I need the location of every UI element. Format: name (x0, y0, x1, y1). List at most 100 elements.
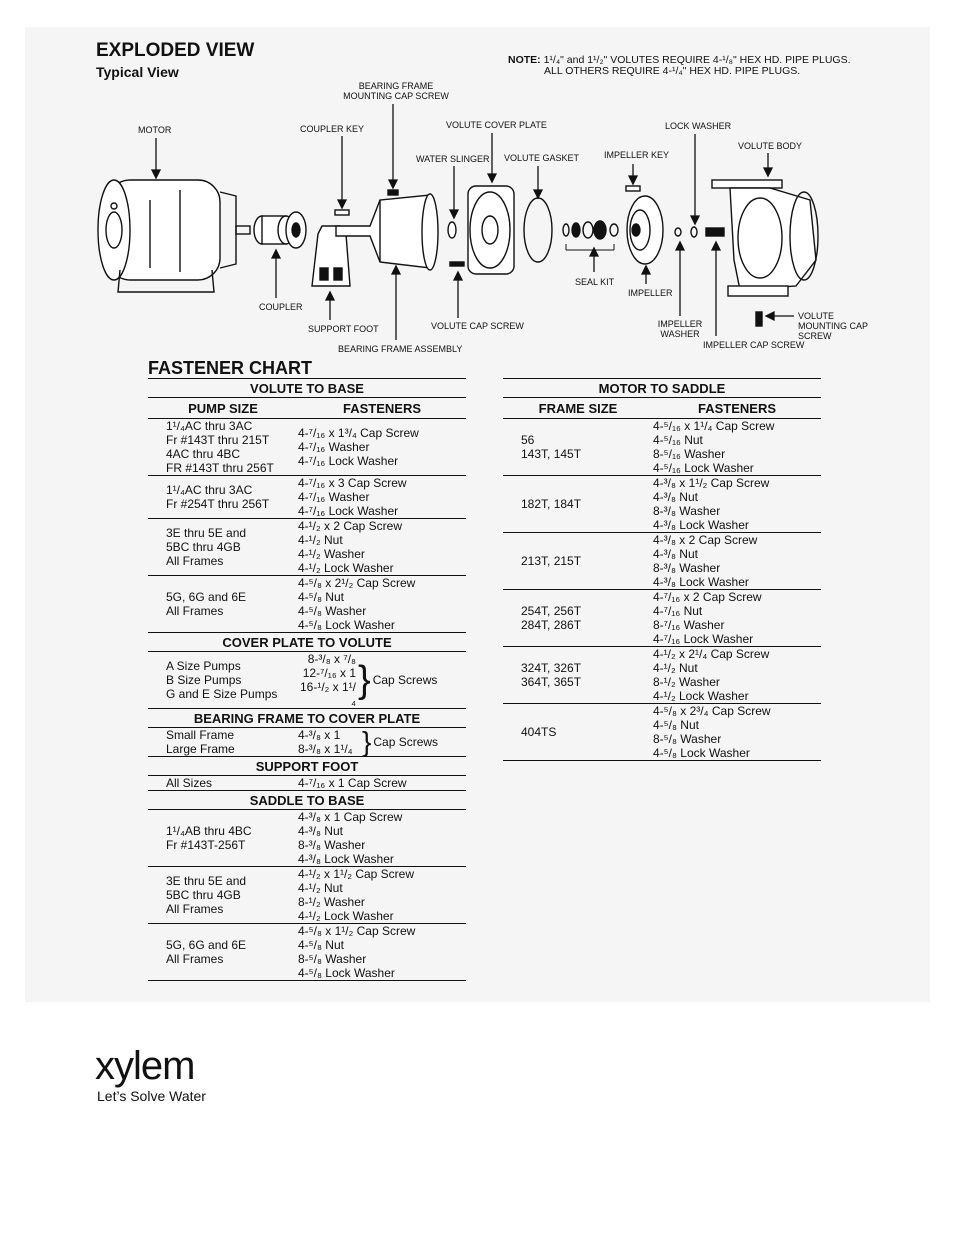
volute-mounting-cap-screw-illustration (755, 311, 763, 327)
fastener-line: 4-⁵/₈ Lock Washer (653, 746, 750, 760)
impeller-cap-screw-illustration (705, 227, 725, 237)
fastener-line: 8-⁵/₈ Washer (653, 732, 722, 746)
size-line: 364T, 365T (521, 675, 582, 689)
fastener-line: 4-⁵/₈ Nut (298, 938, 344, 952)
coupler-key-illustration (334, 209, 350, 216)
size-line: 1¹/₄AC thru 3AC (166, 483, 253, 497)
fastener-line: 4-¹/₂ Lock Washer (653, 689, 749, 703)
brace-icon: } (358, 659, 371, 701)
size-line: 324T, 326T (521, 661, 582, 675)
fastener-line: 4-³/₈ Nut (653, 490, 698, 504)
leader-arrows (150, 104, 794, 340)
label-coupler: COUPLER (259, 302, 303, 312)
size-line: FR #143T thru 256T (166, 461, 274, 475)
col-frame-size: FRAME SIZE (503, 397, 653, 419)
fastener-line: 8-³/₈ Washer (653, 504, 721, 518)
size-line: 254T, 256T (521, 604, 582, 618)
size-line: All Frames (166, 952, 224, 966)
fastener-line: 4-⁵/₈ Lock Washer (298, 966, 395, 980)
label-support-foot: SUPPORT FOOT (308, 324, 379, 334)
fastener-line: 8-³/₈ x 1¹/₄ (298, 742, 353, 756)
label-bearing-frame-assembly: BEARING FRAME ASSEMBLY (338, 344, 463, 354)
volute-note: NOTE: 1¹/₄" and 1¹/₂" VOLUTES REQUIRE 4-… (508, 55, 851, 77)
fastener-suffix: Cap Screws (373, 735, 439, 749)
label-coupler-key: COUPLER KEY (300, 124, 365, 134)
brand-tagline: Let’s Solve Water (97, 1088, 206, 1104)
fastener-line: 4-⁵/₁₆ Nut (653, 433, 703, 447)
size-line: 5BC thru 4GB (166, 888, 241, 902)
size-line: All Frames (166, 554, 224, 568)
label-impeller-washer: IMPELLER WASHER (657, 319, 703, 339)
fastener-line: 4-⁷/₁₆ x 1³/₄ Cap Screw (298, 426, 419, 440)
section-volute-to-base: VOLUTE TO BASE (148, 378, 466, 398)
fastener-line: 4-⁵/₈ Lock Washer (298, 618, 395, 632)
fastener-line: 4-⁷/₁₆ x 1 Cap Screw (298, 776, 407, 790)
size-line: Large Frame (166, 742, 235, 756)
size-line: Fr #143T thru 215T (166, 433, 270, 447)
fastener-line: 8-³/₈ Washer (298, 838, 366, 852)
fastener-suffix: Cap Screws (372, 673, 438, 687)
fastener-line: 4-¹/₂ Lock Washer (298, 561, 394, 575)
fastener-line: 8-³/₈ x ⁷/₈ (307, 652, 356, 666)
fastener-line: 16-¹/₂ x 1¹/₄ (299, 680, 356, 708)
fastener-line: 4-⁵/₈ Nut (653, 718, 699, 732)
fastener-line: 4-⁷/₁₆ x 3 Cap Screw (298, 476, 407, 490)
fastener-table-left: VOLUTE TO BASE PUMP SIZE FASTENERS 1¹/₄A… (148, 378, 466, 981)
fastener-line: 4-⁷/₁₆ Washer (298, 490, 370, 504)
section-bearing-frame-to-cover-plate: BEARING FRAME TO COVER PLATE (148, 708, 466, 728)
fastener-line: 8-⁵/₈ Washer (298, 952, 367, 966)
fastener-line: 8-³/₈ Washer (653, 561, 721, 575)
xylem-logo: xylem (95, 1044, 195, 1088)
impeller-key-illustration (625, 185, 641, 192)
size-line: 5G, 6G and 6E (166, 590, 247, 604)
fastener-line: 8-⁵/₁₆ Washer (653, 447, 726, 461)
label-motor: MOTOR (138, 125, 172, 135)
fastener-line: 4-³/₈ Lock Washer (653, 518, 749, 532)
label-volute-cap-screw: VOLUTE CAP SCREW (431, 321, 524, 331)
impeller-washer-illustration (674, 227, 682, 237)
fastener-line: 8-⁷/₁₆ Washer (653, 618, 725, 632)
fastener-line: 4-³/₈ x 2 Cap Screw (653, 533, 758, 547)
exploded-view-diagram (97, 104, 819, 340)
label-water-slinger: WATER SLINGER (416, 154, 490, 164)
fastener-line: 4-⁷/₁₆ Lock Washer (298, 504, 399, 518)
water-slinger-illustration (447, 221, 457, 239)
fastener-line: 4-⁷/₁₆ Nut (653, 604, 703, 618)
fastener-line: 4-³/₈ x 1 Cap Screw (298, 810, 403, 824)
impeller-illustration (626, 195, 664, 265)
fastener-line: 4-¹/₂ Nut (298, 881, 343, 895)
size-line: All Frames (166, 902, 224, 916)
label-volute-gasket: VOLUTE GASKET (504, 153, 580, 163)
label-impeller-cap-screw: IMPELLER CAP SCREW (703, 340, 805, 350)
label-impeller: IMPELLER (628, 288, 673, 298)
fastener-line: 4-¹/₂ x 2 Cap Screw (298, 519, 403, 533)
section-cover-plate-to-volute: COVER PLATE TO VOLUTE (148, 632, 466, 652)
size-line: 3E thru 5E and (166, 526, 247, 540)
size-line: Fr #143T-256T (166, 838, 246, 852)
lock-washer-illustration (690, 226, 698, 238)
fastener-line: 4-⁷/₁₆ Washer (298, 440, 370, 454)
size-line: G and E Size Pumps (166, 687, 278, 701)
fastener-line: 4-⁵/₈ x 2³/₄ Cap Screw (653, 704, 771, 718)
page-subtitle: Typical View (96, 64, 179, 80)
fastener-line: 4-¹/₂ Nut (653, 661, 698, 675)
col-fasteners: FASTENERS (298, 397, 466, 419)
volute-cap-screw-illustration (449, 261, 465, 267)
fastener-chart-title: FASTENER CHART (148, 358, 313, 378)
size-line: 5BC thru 4GB (166, 540, 241, 554)
label-volute-mounting-cap-screw: VOLUTE MOUNTING CAP SCREW (798, 311, 868, 341)
fastener-line: 4-³/₈ x 1¹/₂ Cap Screw (653, 476, 770, 490)
label-volute-body: VOLUTE BODY (738, 141, 803, 151)
size-line: 213T, 215T (521, 554, 582, 568)
label-impeller-key: IMPELLER KEY (604, 150, 670, 160)
